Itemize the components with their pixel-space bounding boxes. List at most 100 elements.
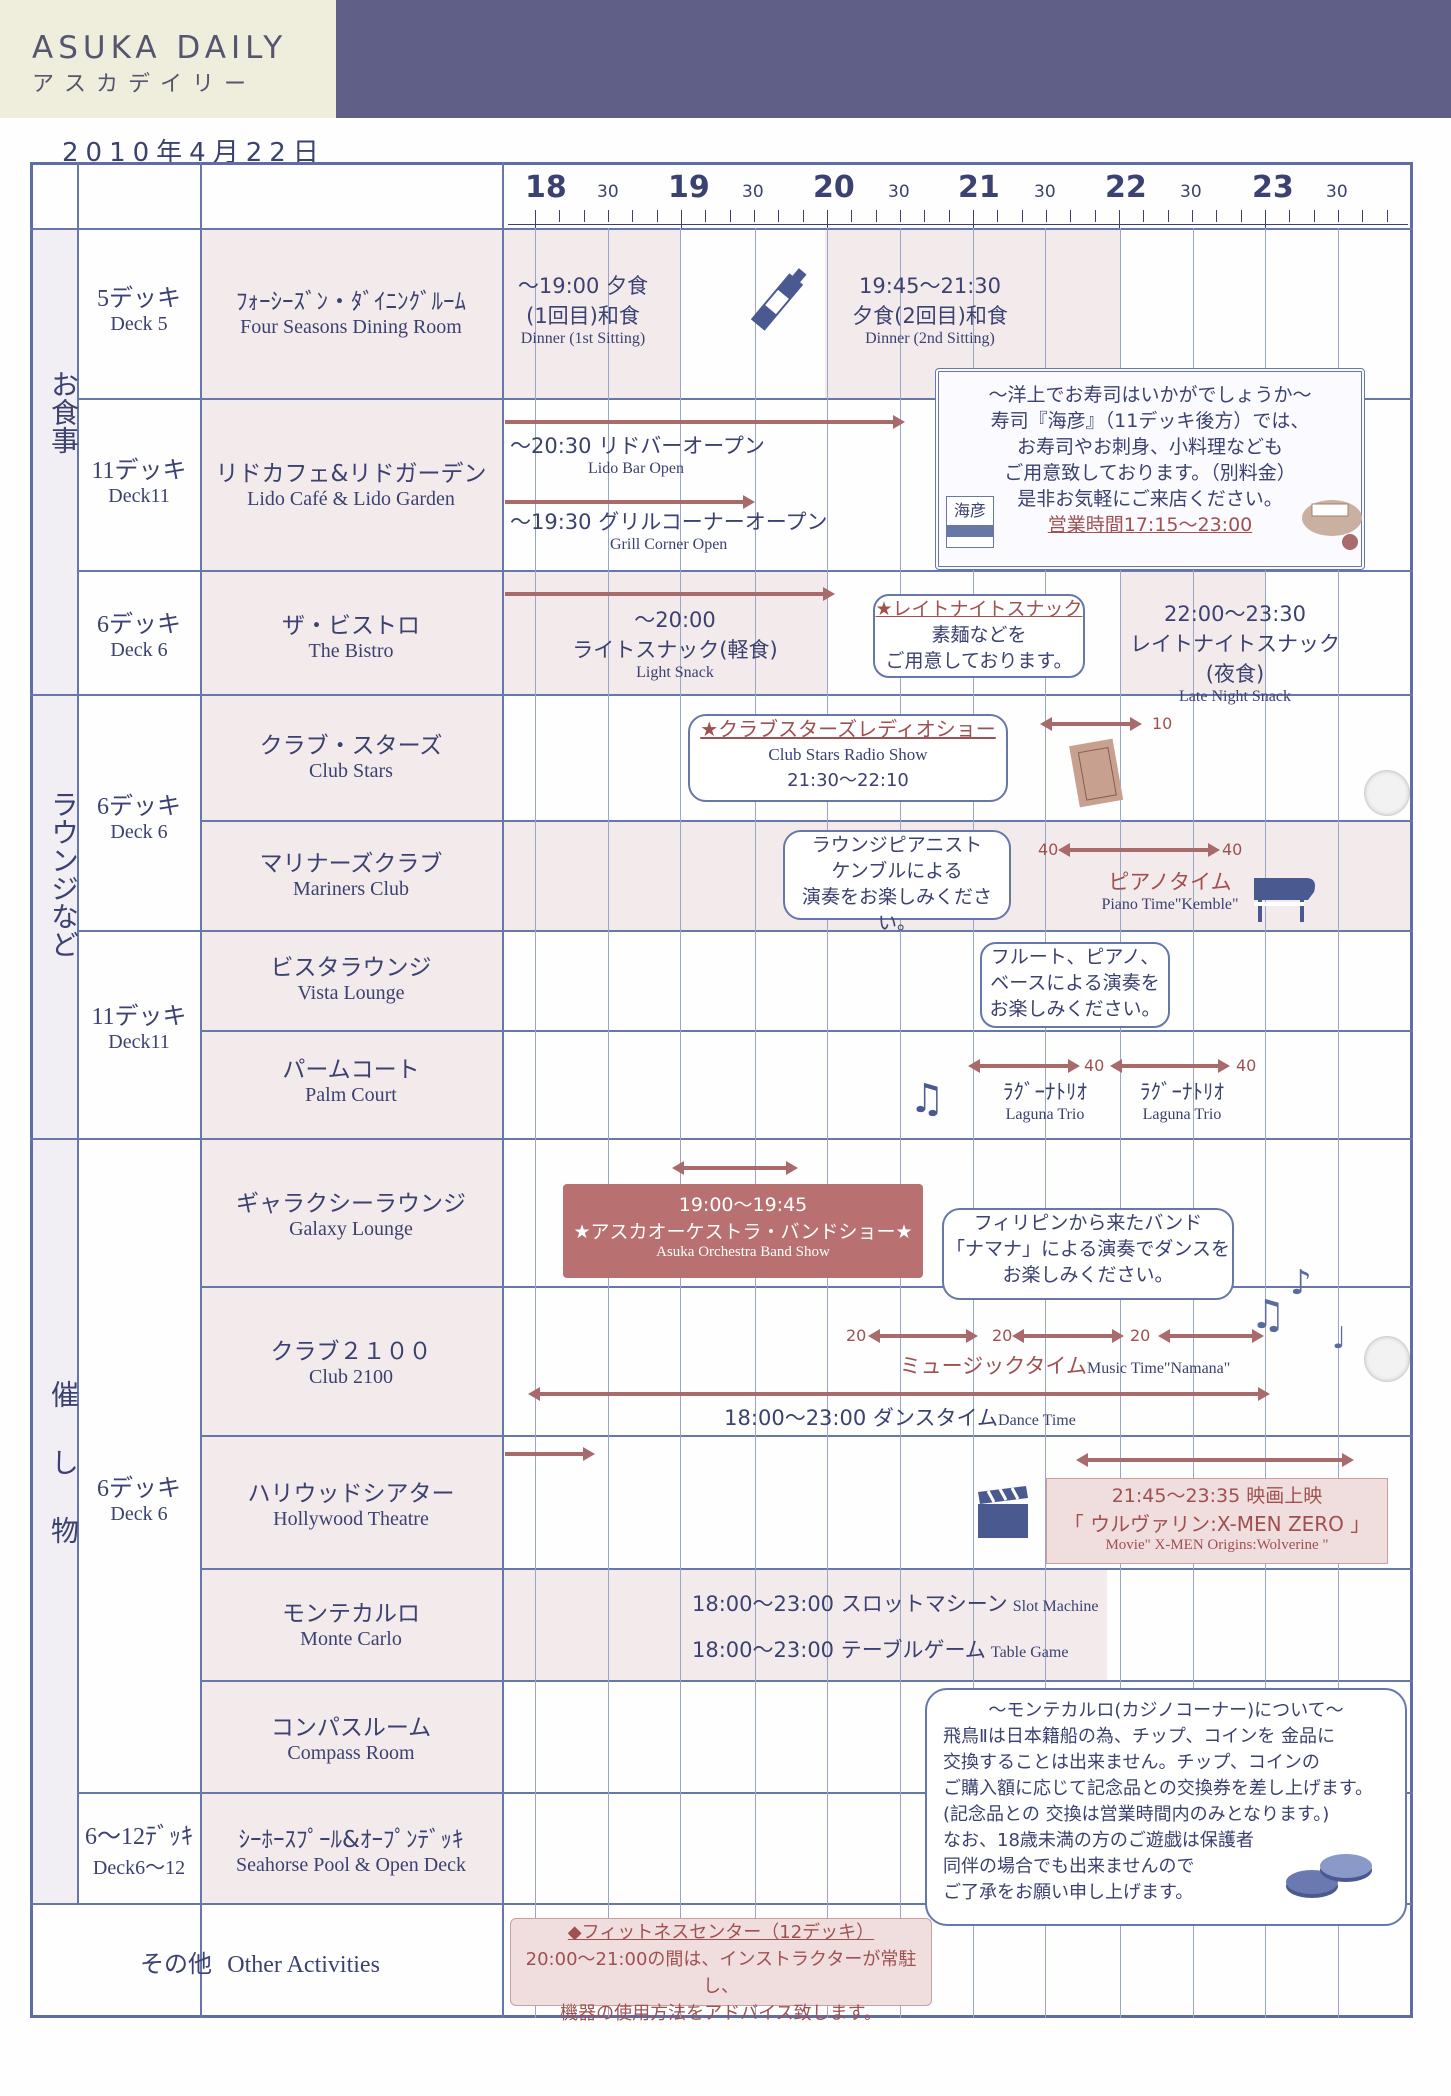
arrow-music-2 <box>1012 1329 1124 1343</box>
half-22: 30 <box>1180 182 1202 202</box>
pianist-bubble: ラウンジピアニストケンブルによる演奏をお楽しみください。 <box>783 830 1011 934</box>
music-minute-2: 20 <box>992 1326 1013 1345</box>
sushi-plate-icon <box>1302 500 1362 550</box>
timeline-tick <box>1387 210 1388 222</box>
arrow-orchestra <box>672 1161 798 1175</box>
svg-text:♩: ♩ <box>1332 1321 1346 1356</box>
music-notes-icon: ♫ <box>909 1076 945 1122</box>
timeline-tick <box>803 210 804 222</box>
event-music-time: ミュージックタイムMusic Time"Namana" <box>899 1354 1231 1378</box>
other-activities-label: その他 Other Activities <box>140 1950 380 1978</box>
sushi-info-box: ～洋上でお寿司はいかがでしょうか～ 寿司『海彦』（11デッキ後方）では、 お寿司… <box>935 368 1365 570</box>
timeline-tick <box>632 210 633 222</box>
radio-minute: 10 <box>1152 714 1173 733</box>
arrow-lido-bar <box>505 415 905 429</box>
timeline-tick <box>1265 210 1266 228</box>
hour-22: 22 <box>1105 170 1147 205</box>
timeline-tick <box>584 210 585 222</box>
half-20: 30 <box>888 182 910 202</box>
brand-kana: アスカデイリー <box>32 72 257 97</box>
timeline-tick <box>1095 210 1096 222</box>
hour-19: 19 <box>668 170 710 205</box>
late-snack-bubble: ★レイトナイトスナック素麺などをご用意しております。 <box>873 594 1085 678</box>
band-bubble: フィリピンから来たバンド「ナマナ」による演奏でダンスをお楽しみください。 <box>942 1208 1234 1300</box>
casino-chips-icon <box>1286 1854 1372 1898</box>
orchestra-box: 19:00～19:45★アスカオーケストラ・バンドショー★Asuka Orche… <box>563 1184 923 1278</box>
hour-21: 21 <box>958 170 1000 205</box>
timeline-tick <box>1362 210 1363 222</box>
laguna1-minute: 40 <box>1084 1056 1105 1075</box>
timeline-tick <box>949 210 950 222</box>
timeline-tick <box>778 210 779 222</box>
arrow-radio <box>1040 717 1142 731</box>
timeline-tick <box>705 210 706 222</box>
arrow-light-snack <box>505 587 835 601</box>
timeline-tick <box>827 210 828 228</box>
half-19: 30 <box>742 182 764 202</box>
timeline-tick <box>1070 210 1071 222</box>
arrow-movie <box>1076 1453 1354 1467</box>
umihiko-logo: 海彦 <box>946 496 994 548</box>
timeline-tick <box>973 210 974 228</box>
timeline-tick <box>1289 210 1290 222</box>
laguna2-minute: 40 <box>1236 1056 1257 1075</box>
half-23: 30 <box>1326 182 1348 202</box>
timeline-tick <box>900 210 901 222</box>
movie-box: 21:45～23:35 映画上映「 ウルヴァリン:X-MEN ZERO 」Mov… <box>1046 1478 1388 1564</box>
arrow-hollywood-prev <box>505 1447 595 1461</box>
piano-minute-2: 40 <box>1222 840 1243 859</box>
arrow-piano <box>1058 843 1220 857</box>
category-events: 催し物 <box>47 1380 80 1584</box>
timeline-tick <box>924 210 925 222</box>
casino-shade <box>502 1570 1107 1680</box>
hour-23: 23 <box>1252 170 1294 205</box>
category-column-shade <box>33 228 77 1903</box>
punch-hole-bottom <box>1364 1336 1410 1382</box>
dinner1-shade <box>502 228 680 398</box>
timeline-tick <box>876 210 877 222</box>
timeline-tick <box>851 210 852 222</box>
sake-bottle-icon <box>750 268 807 331</box>
grand-piano-icon <box>1254 878 1315 922</box>
category-lounges: ラウンジなど <box>47 790 80 958</box>
lightsnack-shade <box>502 570 827 694</box>
hour-20: 20 <box>813 170 855 205</box>
timeline-tick <box>1216 210 1217 222</box>
timeline-tick <box>997 210 998 222</box>
flute-bubble: フルート、ピアノ、ベースによる演奏をお楽しみください。 <box>980 942 1170 1028</box>
timeline-tick <box>754 210 755 222</box>
music-notes-deco-icon: ♪♫♩ <box>1250 1263 1346 1356</box>
half-21: 30 <box>1034 182 1056 202</box>
timeline-tick <box>535 210 536 228</box>
timeline-tick <box>1022 210 1023 222</box>
timeline-tick <box>1338 210 1339 222</box>
timeline-tick <box>1192 210 1193 222</box>
fitness-box: ◆フィットネスセンター（12デッキ）20:00～21:00の間は、インストラクタ… <box>510 1918 932 2024</box>
svg-text:♫: ♫ <box>909 1076 945 1122</box>
arrow-laguna-1 <box>968 1059 1080 1073</box>
